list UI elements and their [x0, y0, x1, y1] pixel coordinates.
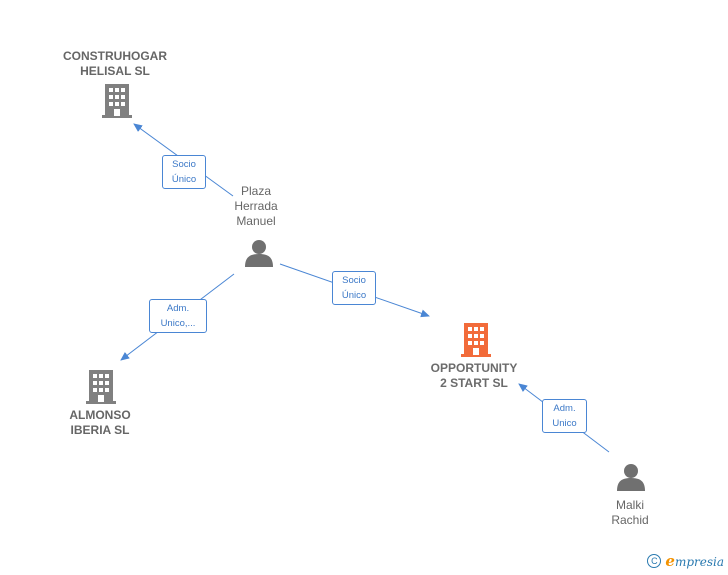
building-icon[interactable] [102, 84, 132, 118]
node-label-construhogar[interactable]: CONSTRUHOGAR HELISAL SL [63, 49, 167, 78]
node-label-plaza[interactable]: Plaza Herrada Manuel [234, 184, 278, 228]
edge-label-socio-unico: Socio Único [162, 155, 206, 189]
copyright-icon: C [647, 554, 662, 568]
person-icon[interactable] [245, 240, 273, 267]
footer-brand[interactable]: C empresia [647, 552, 724, 570]
building-icon[interactable] [461, 323, 491, 357]
edge-label-adm-unico: Adm. Unico [542, 399, 587, 433]
edge-label-socio-unico: Socio Único [332, 271, 376, 305]
node-label-almonso[interactable]: ALMONSO IBERIA SL [69, 408, 131, 437]
node-label-malki[interactable]: Malki Rachid [611, 498, 649, 527]
building-icon[interactable] [86, 370, 116, 404]
edge-label-adm-unico: Adm. Unico,... [149, 299, 207, 333]
brand-logo[interactable]: empresia [665, 552, 724, 570]
node-label-opportunity[interactable]: OPPORTUNITY 2 START SL [430, 361, 518, 390]
person-icon[interactable] [617, 464, 645, 491]
